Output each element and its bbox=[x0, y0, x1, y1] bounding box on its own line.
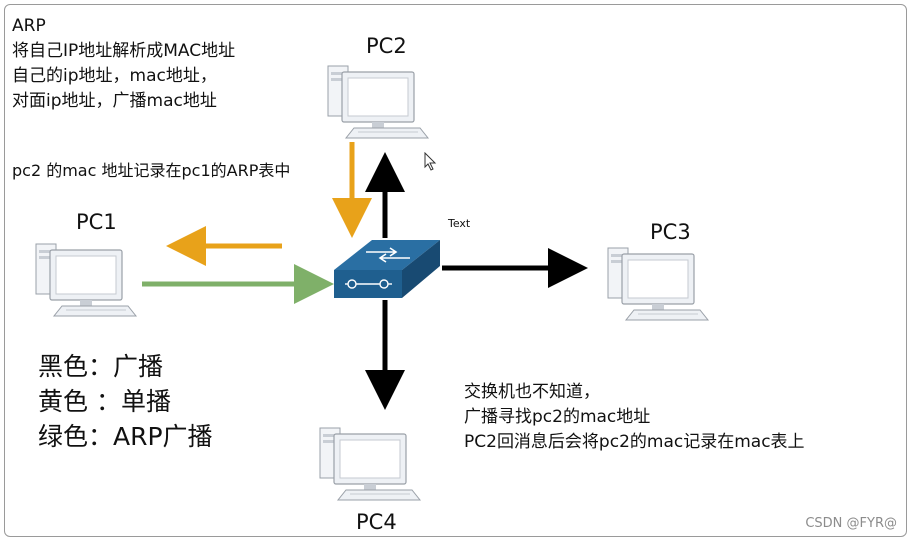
notes-line: 自己的ip地址，mac地址， bbox=[12, 66, 217, 86]
pc1-computer-icon bbox=[35, 243, 137, 317]
switch-note: 交换机也不知道， 广播寻找pc2的mac地址 PC2回消息后会将pc2的mac记… bbox=[464, 380, 805, 455]
pc4-label: PC4 bbox=[356, 510, 397, 534]
pc1-label: PC1 bbox=[76, 210, 117, 234]
pc4-computer-icon bbox=[319, 427, 421, 501]
switch-note-line: 交换机也不知道， bbox=[464, 382, 600, 402]
legend-arp-broadcast: 绿色：ARP广播 bbox=[38, 422, 213, 451]
pc2-label: PC2 bbox=[366, 34, 407, 58]
legend-broadcast: 黑色：广播 bbox=[38, 352, 164, 381]
mouse-cursor-icon bbox=[424, 152, 437, 171]
legend-unicast: 黄色 ：单播 bbox=[38, 387, 171, 416]
switch-text-tag: Text bbox=[448, 217, 471, 230]
watermark: CSDN @FYR@ bbox=[805, 516, 897, 531]
pc3-label: PC3 bbox=[650, 220, 691, 244]
arp-notes: ARP 将自己IP地址解析成MAC地址 自己的ip地址，mac地址， 对面ip地… bbox=[12, 14, 235, 114]
network-switch-icon bbox=[334, 240, 440, 298]
pc3-computer-icon bbox=[607, 247, 709, 321]
color-legend: 黑色：广播 黄色 ：单播 绿色：ARP广播 bbox=[38, 349, 213, 454]
record-note: pc2 的mac 地址记录在pc1的ARP表中 bbox=[12, 161, 291, 180]
switch-note-line: 广播寻找pc2的mac地址 bbox=[464, 407, 651, 427]
notes-line: ARP bbox=[12, 16, 46, 36]
switch-note-line: PC2回消息后会将pc2的mac记录在mac表上 bbox=[464, 432, 805, 452]
pc2-computer-icon bbox=[327, 65, 429, 139]
notes-line: 将自己IP地址解析成MAC地址 bbox=[12, 41, 236, 61]
notes-line: 对面ip地址，广播mac地址 bbox=[12, 91, 217, 111]
